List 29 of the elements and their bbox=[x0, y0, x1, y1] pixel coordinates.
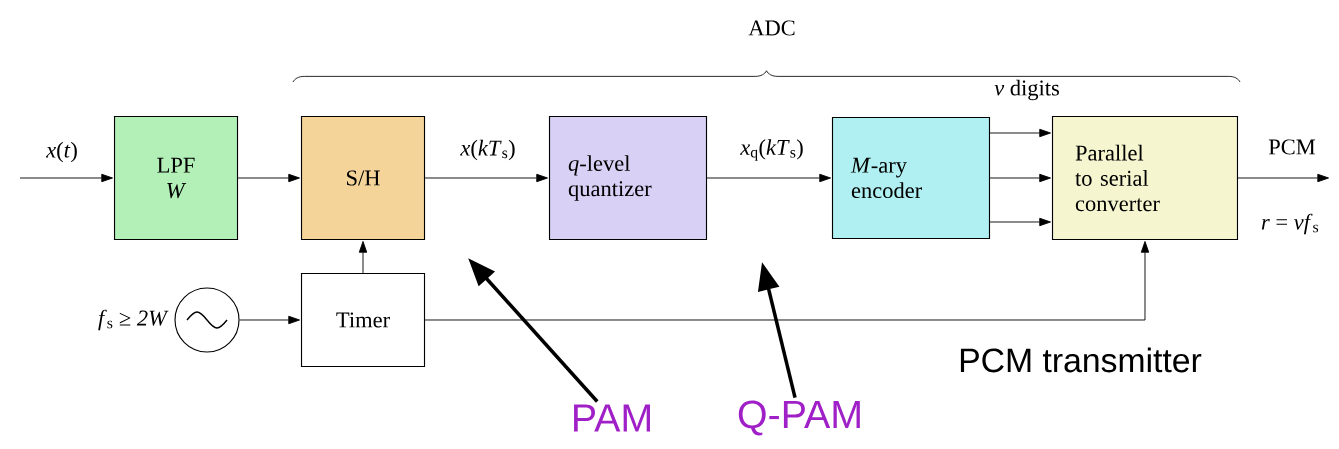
process-box: LPF W bbox=[113, 115, 239, 241]
oscillator-symbol bbox=[174, 287, 240, 353]
process-box: S/H bbox=[300, 115, 426, 241]
arrow bbox=[706, 173, 831, 183]
text-label: ADC bbox=[748, 20, 795, 36]
arrow bbox=[424, 173, 548, 183]
process-box: M-ary encoder bbox=[831, 116, 991, 240]
edge-label: PCM bbox=[1266, 138, 1318, 156]
arrow bbox=[989, 173, 1051, 183]
arrow bbox=[358, 241, 368, 274]
text-label: r = νf$_{s}$ bbox=[1261, 213, 1319, 235]
edge-label: x(t) bbox=[44, 140, 80, 164]
process-box: Parallel to serial converter bbox=[1051, 115, 1239, 241]
edge-label: x(kT$_{s}$) bbox=[459, 138, 518, 162]
arrow bbox=[239, 315, 300, 325]
annotation-text: PAM bbox=[574, 404, 650, 432]
edge-label: x$_{q}$(kT$_{s}$) bbox=[738, 137, 806, 163]
arrow bbox=[1237, 173, 1329, 183]
text-label: ν digits bbox=[994, 79, 1059, 101]
process-box: Timer bbox=[300, 272, 426, 368]
arrow bbox=[989, 217, 1051, 227]
arrow bbox=[19, 173, 113, 183]
arrow bbox=[424, 241, 1150, 321]
annotation-text: Q-PAM bbox=[738, 400, 860, 436]
node-caption: f$_{s}$ ≥ 2W bbox=[98, 309, 169, 331]
arrow bbox=[989, 128, 1051, 138]
process-box: q-level quantizer bbox=[548, 115, 708, 241]
text-label: PCM transmitter bbox=[960, 347, 1202, 373]
arrow bbox=[237, 173, 300, 183]
